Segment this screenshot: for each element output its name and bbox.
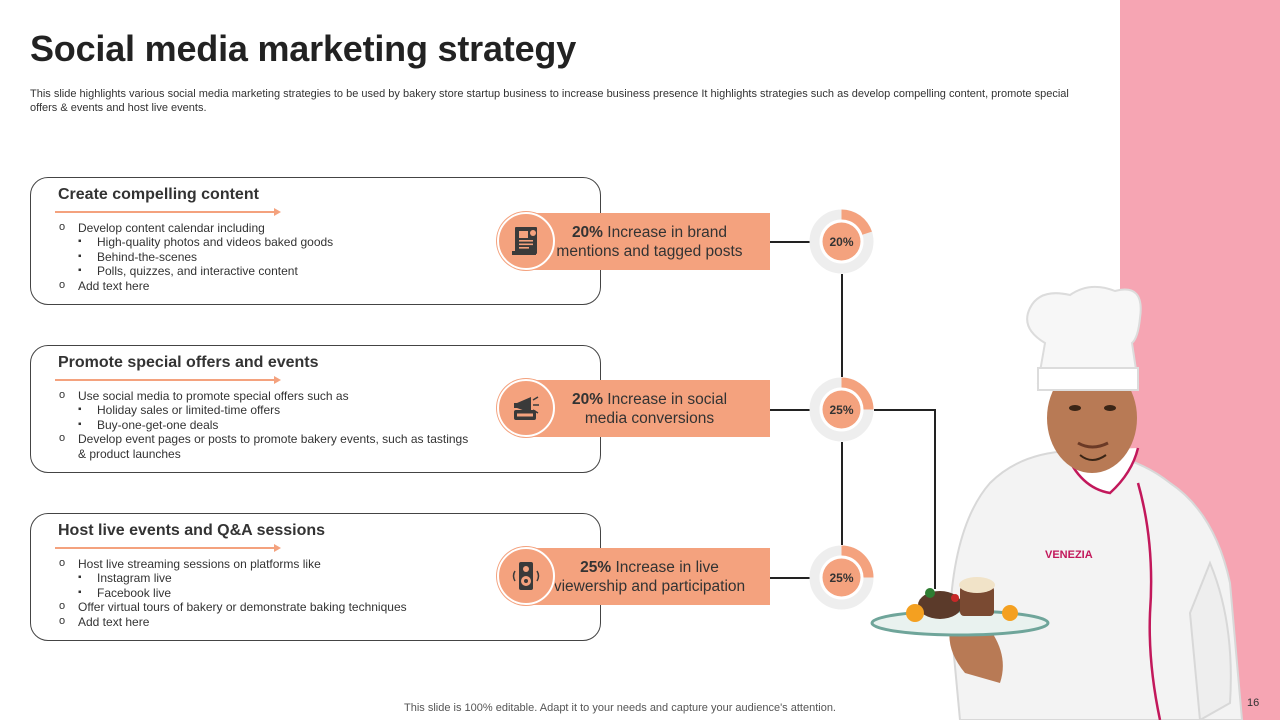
- connector-line: [841, 442, 843, 545]
- card-title: Host live events and Q&A sessions: [58, 522, 326, 539]
- donut-center: [822, 558, 861, 597]
- arrow-line: [55, 544, 281, 552]
- sub-bullet-item: Facebook live: [59, 586, 407, 601]
- connector-line: [874, 409, 935, 411]
- stat-description: Increase in live viewership and particip…: [553, 558, 746, 595]
- stat-text: 25% Increase in live viewership and part…: [551, 558, 748, 596]
- stat-text: 20% Increase in social media conversions: [551, 390, 748, 428]
- sub-bullet-item: Behind-the-scenes: [59, 250, 333, 265]
- svg-text:VENEZIA: VENEZIA: [1045, 549, 1093, 561]
- strategy-card-offers: Promote special offers and events Use so…: [30, 345, 601, 473]
- connector-line: [934, 409, 936, 589]
- stat-percent: 20%: [571, 223, 603, 241]
- sub-bullet-item: Instagram live: [59, 571, 407, 586]
- donut-label: 25%: [829, 402, 854, 417]
- donut-center: [822, 222, 861, 261]
- stat-banner: 20% Increase in brand mentions and tagge…: [527, 213, 770, 270]
- bullet-item: Develop content calendar including: [59, 220, 333, 235]
- strategy-card-live: Host live events and Q&A sessions Host l…: [30, 513, 601, 641]
- stat-banner: 20% Increase in social media conversions: [527, 380, 770, 437]
- bullet-item: Add text here: [59, 614, 407, 629]
- chef-photo: VENEZIA: [870, 285, 1244, 720]
- stat-text: 20% Increase in brand mentions and tagge…: [551, 223, 748, 261]
- donut-label: 20%: [829, 234, 854, 249]
- donut-ring: [809, 377, 874, 442]
- newspaper-icon: [497, 212, 555, 270]
- stat-percent: 25%: [580, 558, 612, 576]
- speaker-icon: [497, 547, 555, 605]
- connector-line: [770, 241, 810, 243]
- bullet-list: Use social media to promote special offe…: [59, 388, 479, 461]
- stat-description: Increase in brand mentions and tagged po…: [556, 223, 743, 260]
- progress-donut: 20%: [809, 209, 874, 274]
- donut-ring: [809, 545, 874, 610]
- page-title: Social media marketing strategy: [30, 28, 577, 69]
- bullet-item: Develop event pages or posts to promote …: [59, 431, 479, 461]
- card-title: Promote special offers and events: [58, 354, 319, 371]
- sub-bullet-item: Buy-one-get-one deals: [59, 418, 479, 433]
- bullet-item: Host live streaming sessions on platform…: [59, 556, 407, 571]
- arrow-line: [55, 208, 281, 216]
- connector-line: [841, 274, 843, 377]
- megaphone-discount-icon: [497, 379, 555, 437]
- donut-center: [822, 390, 861, 429]
- bullet-item: Use social media to promote special offe…: [59, 388, 479, 403]
- page-subtitle: This slide highlights various social med…: [30, 88, 1069, 114]
- stat-banner: 25% Increase in live viewership and part…: [527, 548, 770, 605]
- donut-label: 25%: [829, 570, 854, 585]
- arrow-line: [55, 376, 281, 384]
- connector-line: [770, 409, 810, 411]
- connector-line: [770, 577, 810, 579]
- sub-bullet-item: Holiday sales or limited-time offers: [59, 403, 479, 418]
- bullet-list: Develop content calendar including High-…: [59, 220, 333, 293]
- bullet-item: Add text here: [59, 278, 333, 293]
- stat-description: Increase in social media conversions: [584, 390, 728, 427]
- donut-ring: [809, 209, 874, 274]
- sub-bullet-item: High-quality photos and videos baked goo…: [59, 235, 333, 250]
- card-title: Create compelling content: [58, 186, 259, 203]
- stat-percent: 20%: [571, 390, 603, 408]
- footer-note: This slide is 100% editable. Adapt it to…: [404, 702, 836, 714]
- progress-donut: 25%: [809, 377, 874, 442]
- page-number: 16: [1247, 697, 1260, 709]
- bullet-item: Offer virtual tours of bakery or demonst…: [59, 599, 407, 614]
- bullet-list: Host live streaming sessions on platform…: [59, 556, 407, 629]
- sub-bullet-item: Polls, quizzes, and interactive content: [59, 264, 333, 279]
- progress-donut: 25%: [809, 545, 874, 610]
